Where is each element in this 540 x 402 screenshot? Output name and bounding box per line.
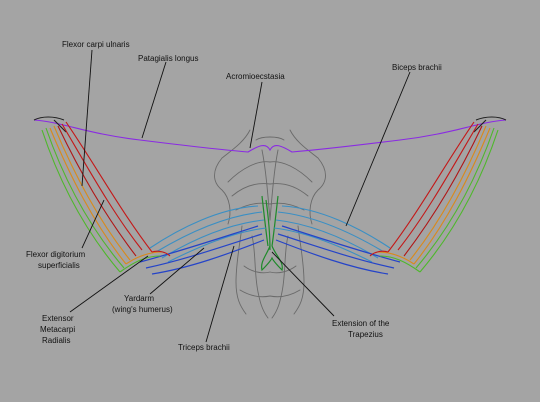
label-extension-trapezius-line2: Trapezius	[348, 330, 383, 339]
leader-triceps-brachii	[205, 245, 235, 343]
label-extension-trapezius-line1: Extension of the	[332, 319, 390, 328]
label-flexor-digitorium-line1: Flexor digitorium	[26, 250, 85, 259]
labels: Flexor carpi ulnaris Patagialis longus A…	[26, 40, 442, 352]
label-extensor-line3: Radialis	[42, 336, 70, 345]
label-acromioecstasia: Acromioecstasia	[226, 72, 285, 81]
label-yardarm-line1: Yardarm	[124, 294, 154, 303]
label-extensor-line2: Metacarpi	[40, 325, 75, 334]
right-forearm-muscles	[369, 121, 499, 273]
label-triceps-brachii: Triceps brachii	[178, 343, 230, 352]
label-patagialis-longus: Patagialis longus	[138, 54, 198, 63]
label-yardarm-line2: (wing's humerus)	[112, 305, 173, 314]
leader-flexor-carpi-ulnaris	[81, 49, 93, 187]
patagialis-longus-muscle	[33, 119, 507, 153]
leader-extensor	[69, 255, 149, 313]
wing-tips	[33, 116, 507, 133]
left-forearm-muscles	[41, 121, 171, 273]
leader-extension-trapezius	[271, 251, 335, 317]
label-extensor-line1: Extensor	[42, 314, 74, 323]
leader-yardarm	[149, 247, 205, 295]
leader-acromioecstasia	[249, 81, 263, 149]
leader-patagialis-longus	[141, 61, 167, 139]
label-flexor-digitorium-line2: superficialis	[38, 261, 80, 270]
leader-biceps-brachii	[345, 71, 411, 227]
leader-flexor-digitorium	[81, 199, 105, 249]
label-biceps-brachii: Biceps brachii	[392, 63, 442, 72]
body-sketch	[214, 129, 326, 319]
triceps-brachii-muscle	[139, 225, 401, 275]
leader-lines	[69, 49, 411, 343]
trapezius-muscle	[261, 195, 283, 272]
label-flexor-carpi-ulnaris: Flexor carpi ulnaris	[62, 40, 130, 49]
